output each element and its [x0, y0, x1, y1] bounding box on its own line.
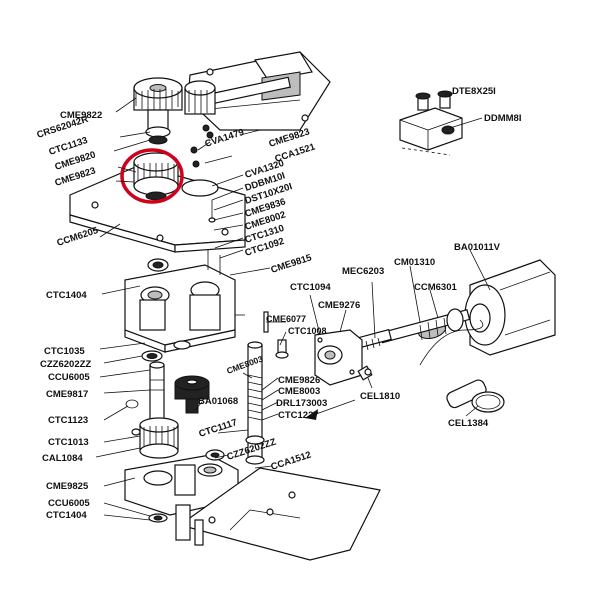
label-cm01310: CM01310: [394, 257, 435, 268]
label-ctc1117: CTC1117: [198, 417, 239, 440]
label-cme9825: CME9825: [46, 481, 89, 492]
upper-plate-ccm6205: [69, 124, 246, 253]
leader-lines: [95, 93, 491, 521]
label-cel1810: CEL1810: [360, 391, 400, 402]
label-ccu6005-top: CCU6005: [48, 372, 90, 383]
gear-cal1084: [131, 417, 179, 459]
flange-cme9276: [314, 329, 363, 386]
lower-gearbox-housing: [124, 449, 239, 516]
label-ccu6005-bottom: CCU6005: [48, 498, 90, 509]
wire-ccm6301: [419, 319, 484, 366]
label-cme9826: CME9826: [278, 375, 320, 386]
label-ctc1008: CTC1008: [288, 326, 327, 336]
highlight-circle: [120, 148, 184, 204]
label-ctc1035: CTC1035: [44, 346, 85, 357]
gear-ba01068: [174, 375, 210, 414]
label-cme9822: CME9822: [60, 110, 102, 121]
connector-cel1810: [357, 365, 373, 381]
bearing-stack-left: [141, 340, 191, 362]
label-ccm6205: CCM6205: [56, 225, 101, 249]
label-drl173003: DRL173003: [276, 398, 327, 409]
label-cme9815: CME9815: [270, 252, 314, 276]
top-mounting-bracket: [187, 51, 331, 131]
label-ctc1227: CTC1227: [278, 410, 319, 421]
label-cme8003-b: CME8003: [278, 386, 320, 397]
label-dte8x25i: DTE8X25I: [452, 86, 496, 97]
label-cca1512: CCA1512: [270, 449, 313, 472]
label-ba01011v: BA01011V: [454, 242, 501, 253]
label-cme9817: CME9817: [46, 389, 88, 400]
label-czz6202zz-top: CZZ6202ZZ: [40, 359, 91, 370]
label-ctc1094: CTC1094: [290, 282, 331, 293]
rotor-cm01310: [379, 308, 471, 344]
label-cme9276: CME9276: [318, 300, 360, 311]
label-ba01068: BA01068: [198, 396, 238, 407]
adjuster-block-inset: [399, 90, 463, 156]
label-ctc1404-bottom: CTC1404: [46, 510, 87, 521]
ring-ctc1123: [125, 399, 139, 409]
label-cme6077: CME6077: [266, 314, 306, 324]
label-cel1384: CEL1384: [448, 418, 489, 429]
upper-gear-cme9822: [133, 77, 183, 145]
middle-gearbox-housing: [124, 250, 245, 353]
upper-gear-right: [184, 80, 216, 115]
label-cal1084: CAL1084: [42, 453, 83, 464]
label-ctc1123: CTC1123: [48, 415, 88, 426]
part-labels: CME9822 CRS62042R CTC1133 CME9820 CME982…: [36, 86, 522, 521]
direction-arrow: [304, 399, 356, 420]
label-ddmm8i: DDMM8I: [484, 113, 521, 124]
base-plate-cca1512: [178, 467, 381, 561]
label-ccm6301: CCM6301: [414, 282, 457, 293]
label-ctc1013: CTC1013: [48, 437, 89, 448]
label-mec6203: MEC6203: [342, 266, 384, 277]
capacitor-cel1384: [446, 379, 505, 413]
gear-cme9820: [133, 152, 179, 201]
motor-ba01011v: [464, 259, 556, 356]
lower-bearing-stack: [148, 504, 204, 546]
label-ctc1404-top: CTC1404: [46, 290, 87, 301]
